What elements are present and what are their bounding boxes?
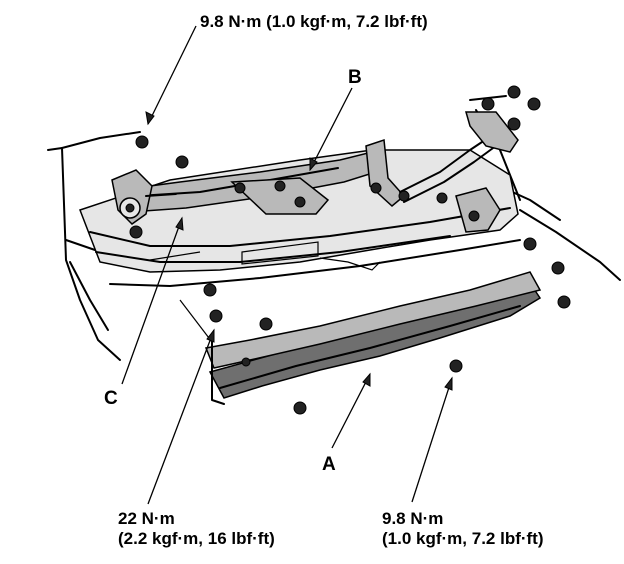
bolt-icon (293, 401, 307, 415)
part-c-left-bracket (111, 169, 177, 225)
bolt-icon (129, 225, 143, 239)
bolts (129, 85, 571, 415)
bolt-icon (259, 317, 273, 331)
bolt-icon (209, 309, 223, 323)
bolt-icon (523, 237, 537, 251)
bolt-icon (551, 261, 565, 275)
leader-lines (121, 25, 453, 505)
part-label-a: A (322, 454, 336, 475)
torque-spec-bottom-right-line1: 9.8 N·m (382, 509, 443, 528)
torque-spec-bottom-left-line1: 22 N·m (118, 509, 175, 528)
bolt-icon (507, 117, 521, 131)
part-a-lower-shield (179, 271, 542, 405)
bolt-icon (135, 135, 149, 149)
part-label-c: C (104, 388, 118, 409)
bolt-icon (203, 283, 217, 297)
torque-spec-bottom-left-line2: (2.2 kgf·m, 16 lbf·ft) (118, 529, 275, 548)
bolt-icon (481, 97, 495, 111)
bolt-icon (241, 357, 251, 367)
bolt-icon (527, 97, 541, 111)
bolt-icon (449, 359, 463, 373)
bolt-icon (175, 155, 189, 169)
bolt-icon (507, 85, 521, 99)
torque-spec-top: 9.8 N·m (1.0 kgf·m, 7.2 lbf·ft) (200, 12, 428, 31)
part-label-b: B (348, 67, 362, 88)
bolt-icon (436, 192, 448, 204)
torque-spec-bottom-right-line2: (1.0 kgf·m, 7.2 lbf·ft) (382, 529, 544, 548)
right-side-bracket (455, 187, 501, 233)
bolt-icon (557, 295, 571, 309)
